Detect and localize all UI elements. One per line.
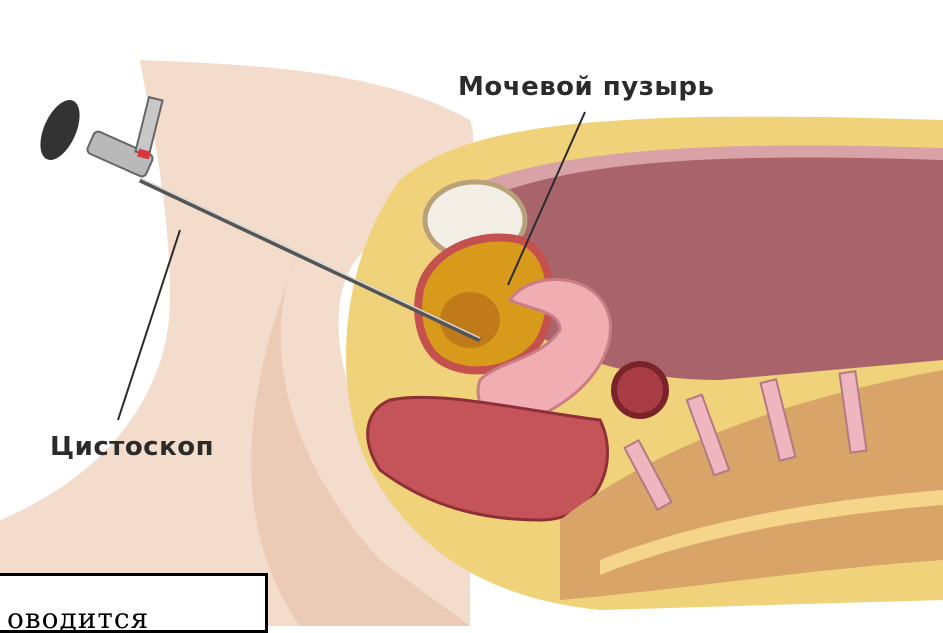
bladder-label: Мочевой пузырь — [458, 72, 714, 102]
bowel-loop — [614, 364, 666, 416]
caption-text: оводится — [7, 602, 149, 633]
caption-box: оводится — [0, 573, 268, 633]
cystoscope-label: Цистоскоп — [50, 432, 214, 462]
bladder-highlight — [440, 292, 500, 348]
